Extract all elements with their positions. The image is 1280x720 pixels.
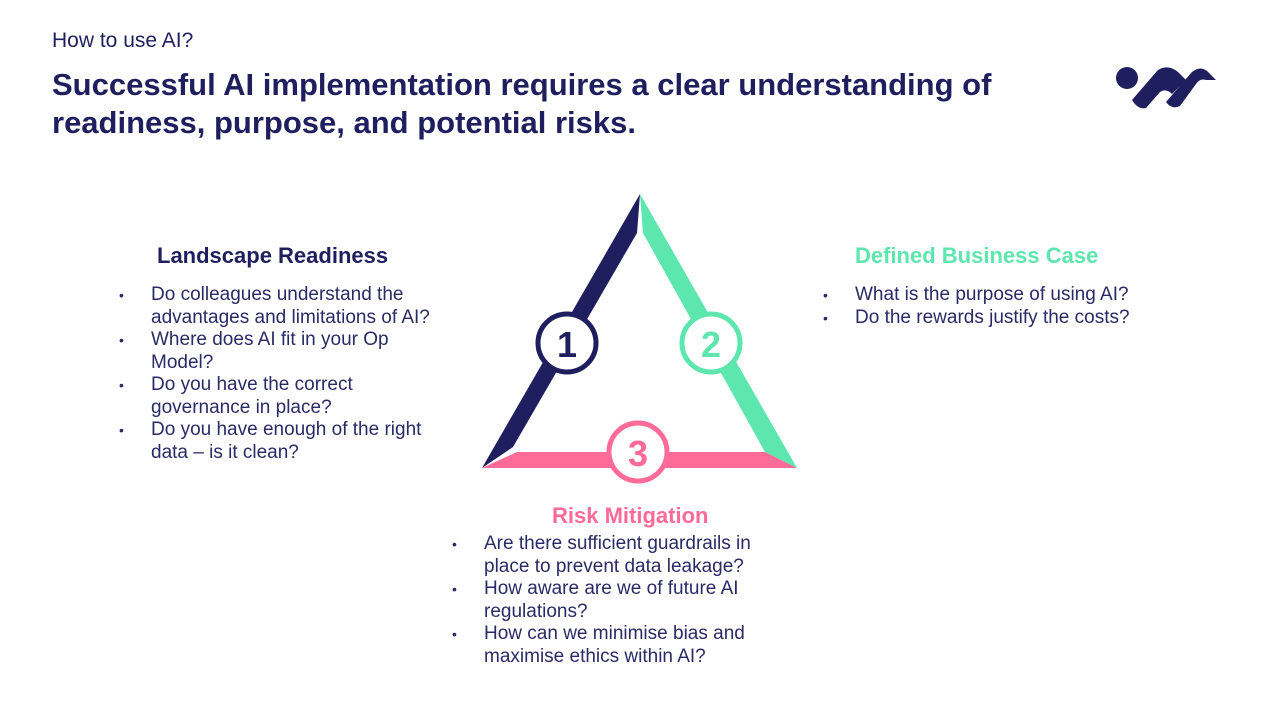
business-case-list: What is the purpose of using AI? Do the … bbox=[823, 284, 1143, 329]
slide-title: Successful AI implementation requires a … bbox=[52, 67, 992, 140]
list-item: How aware are we of future AI regulation… bbox=[452, 578, 797, 623]
step-2-badge: 2 bbox=[679, 311, 743, 375]
step-1-badge: 1 bbox=[535, 311, 599, 375]
list-item: Do you have enough of the right data – i… bbox=[119, 419, 449, 464]
step-3-badge: 3 bbox=[606, 420, 670, 484]
list-item: Do the rewards justify the costs? bbox=[823, 307, 1143, 330]
list-item: What is the purpose of using AI? bbox=[823, 284, 1143, 307]
company-logo bbox=[1116, 67, 1216, 109]
risk-list: Are there sufficient guardrails in place… bbox=[452, 533, 797, 668]
slide-kicker: How to use AI? bbox=[52, 29, 194, 52]
list-item: Where does AI fit in your Op Model? bbox=[119, 329, 449, 374]
svg-text:3: 3 bbox=[628, 433, 648, 474]
readiness-list: Do colleagues understand the advantages … bbox=[119, 284, 449, 464]
list-item: Do you have the correct governance in pl… bbox=[119, 374, 449, 419]
list-item: Do colleagues understand the advantages … bbox=[119, 284, 449, 329]
business-case-heading: Defined Business Case bbox=[855, 243, 1099, 268]
list-item: How can we minimise bias and maximise et… bbox=[452, 623, 797, 668]
readiness-heading: Landscape Readiness bbox=[157, 243, 389, 268]
svg-text:1: 1 bbox=[557, 324, 577, 365]
risk-heading: Risk Mitigation bbox=[552, 503, 709, 528]
list-item: Are there sufficient guardrails in place… bbox=[452, 533, 797, 578]
svg-text:2: 2 bbox=[701, 324, 721, 365]
